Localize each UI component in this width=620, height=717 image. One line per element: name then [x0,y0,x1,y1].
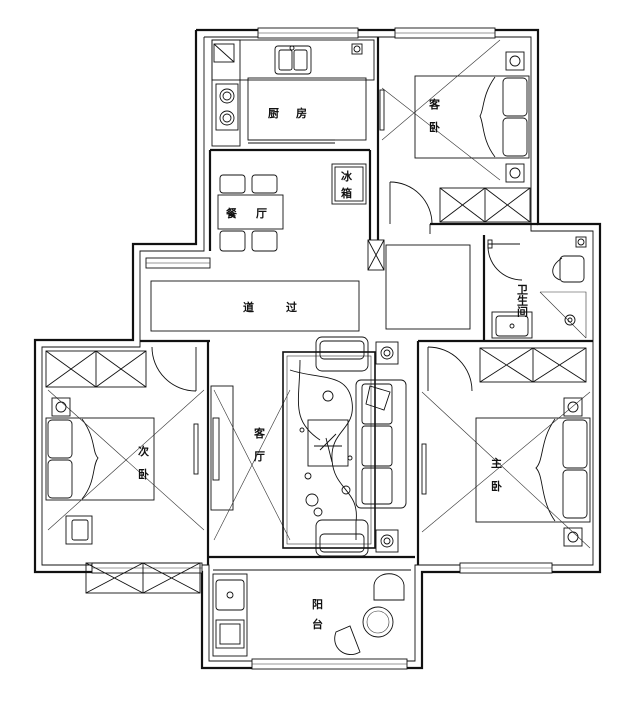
entry-area [367,224,471,330]
kitchen-label-1: 厨 [268,107,279,120]
living-room: 客 厅 [210,336,407,557]
living-label-1: 客 [253,426,266,440]
corridor: 道 过 [150,280,360,332]
balcony-label-1: 阳 [312,597,323,611]
guest-bedroom: 客 卧 [379,39,531,225]
second-bedroom: 次 卧 [45,346,205,594]
fridge-label-2: 箱 [341,186,352,200]
guest-bedroom-label-1: 客 [428,97,441,111]
bathroom: 卫生间 [487,236,587,339]
outer-walls [33,28,602,670]
fridge: 冰 箱 [331,163,367,205]
balcony-label-2: 台 [312,617,323,631]
corridor-label-2: 过 [286,300,297,314]
balcony: 阳 台 [212,573,405,657]
dining-label-1: 餐 [225,206,238,220]
bathroom-label: 卫生间 [516,284,529,318]
dining-label-2: 厅 [256,207,267,220]
kitchen-label-2: 房 [296,106,307,120]
master-label-1: 主 [491,456,502,470]
guest-bedroom-label-2: 卧 [429,121,440,134]
master-label-2: 卧 [491,480,502,493]
second-bedroom-label-1: 次 [138,444,149,458]
second-bedroom-label-2: 卧 [138,468,149,481]
interior-walls [140,37,593,571]
dining: 餐 厅 [217,174,284,252]
fridge-label-1: 冰 [341,169,353,183]
master-bedroom: 主 卧 [421,346,591,549]
kitchen: 厨 房 [211,39,375,147]
living-label-2: 厅 [254,450,265,463]
corridor-label-1: 道 [243,300,254,314]
